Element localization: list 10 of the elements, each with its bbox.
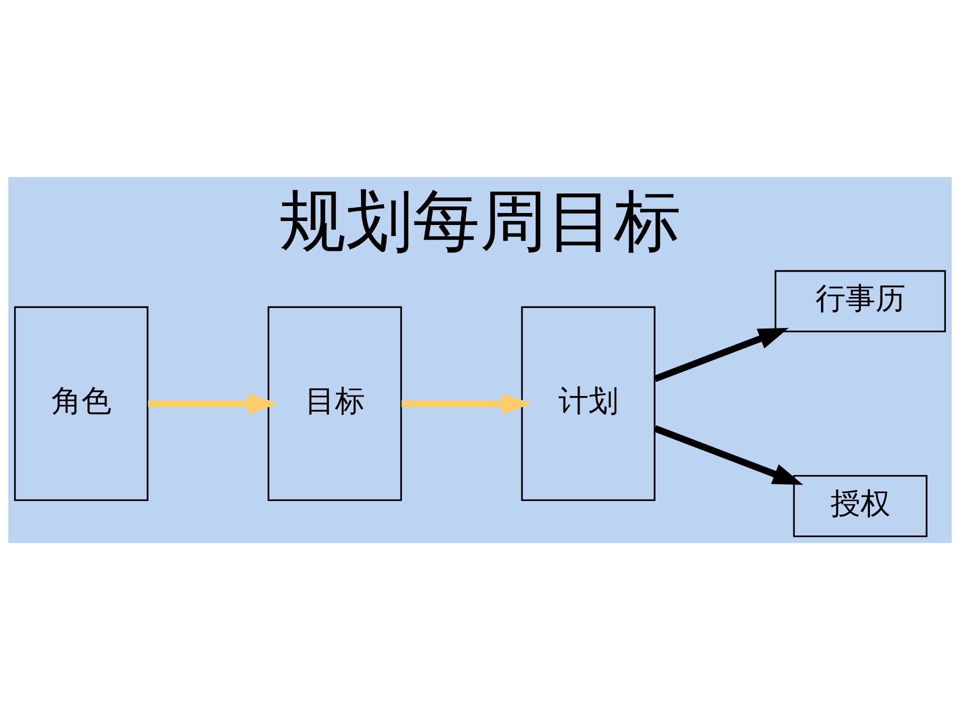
- arrow: [402, 393, 532, 414]
- arrow: [148, 393, 279, 414]
- node-box: 行事历: [774, 270, 946, 332]
- node-box: 目标: [268, 306, 402, 502]
- node-box: 授权: [793, 475, 928, 538]
- arrow: [654, 425, 804, 485]
- node-box: 计划: [521, 306, 656, 502]
- node-box: 角色: [14, 306, 148, 502]
- arrow: [654, 328, 789, 382]
- diagram-title: 规划每周目标: [279, 182, 681, 260]
